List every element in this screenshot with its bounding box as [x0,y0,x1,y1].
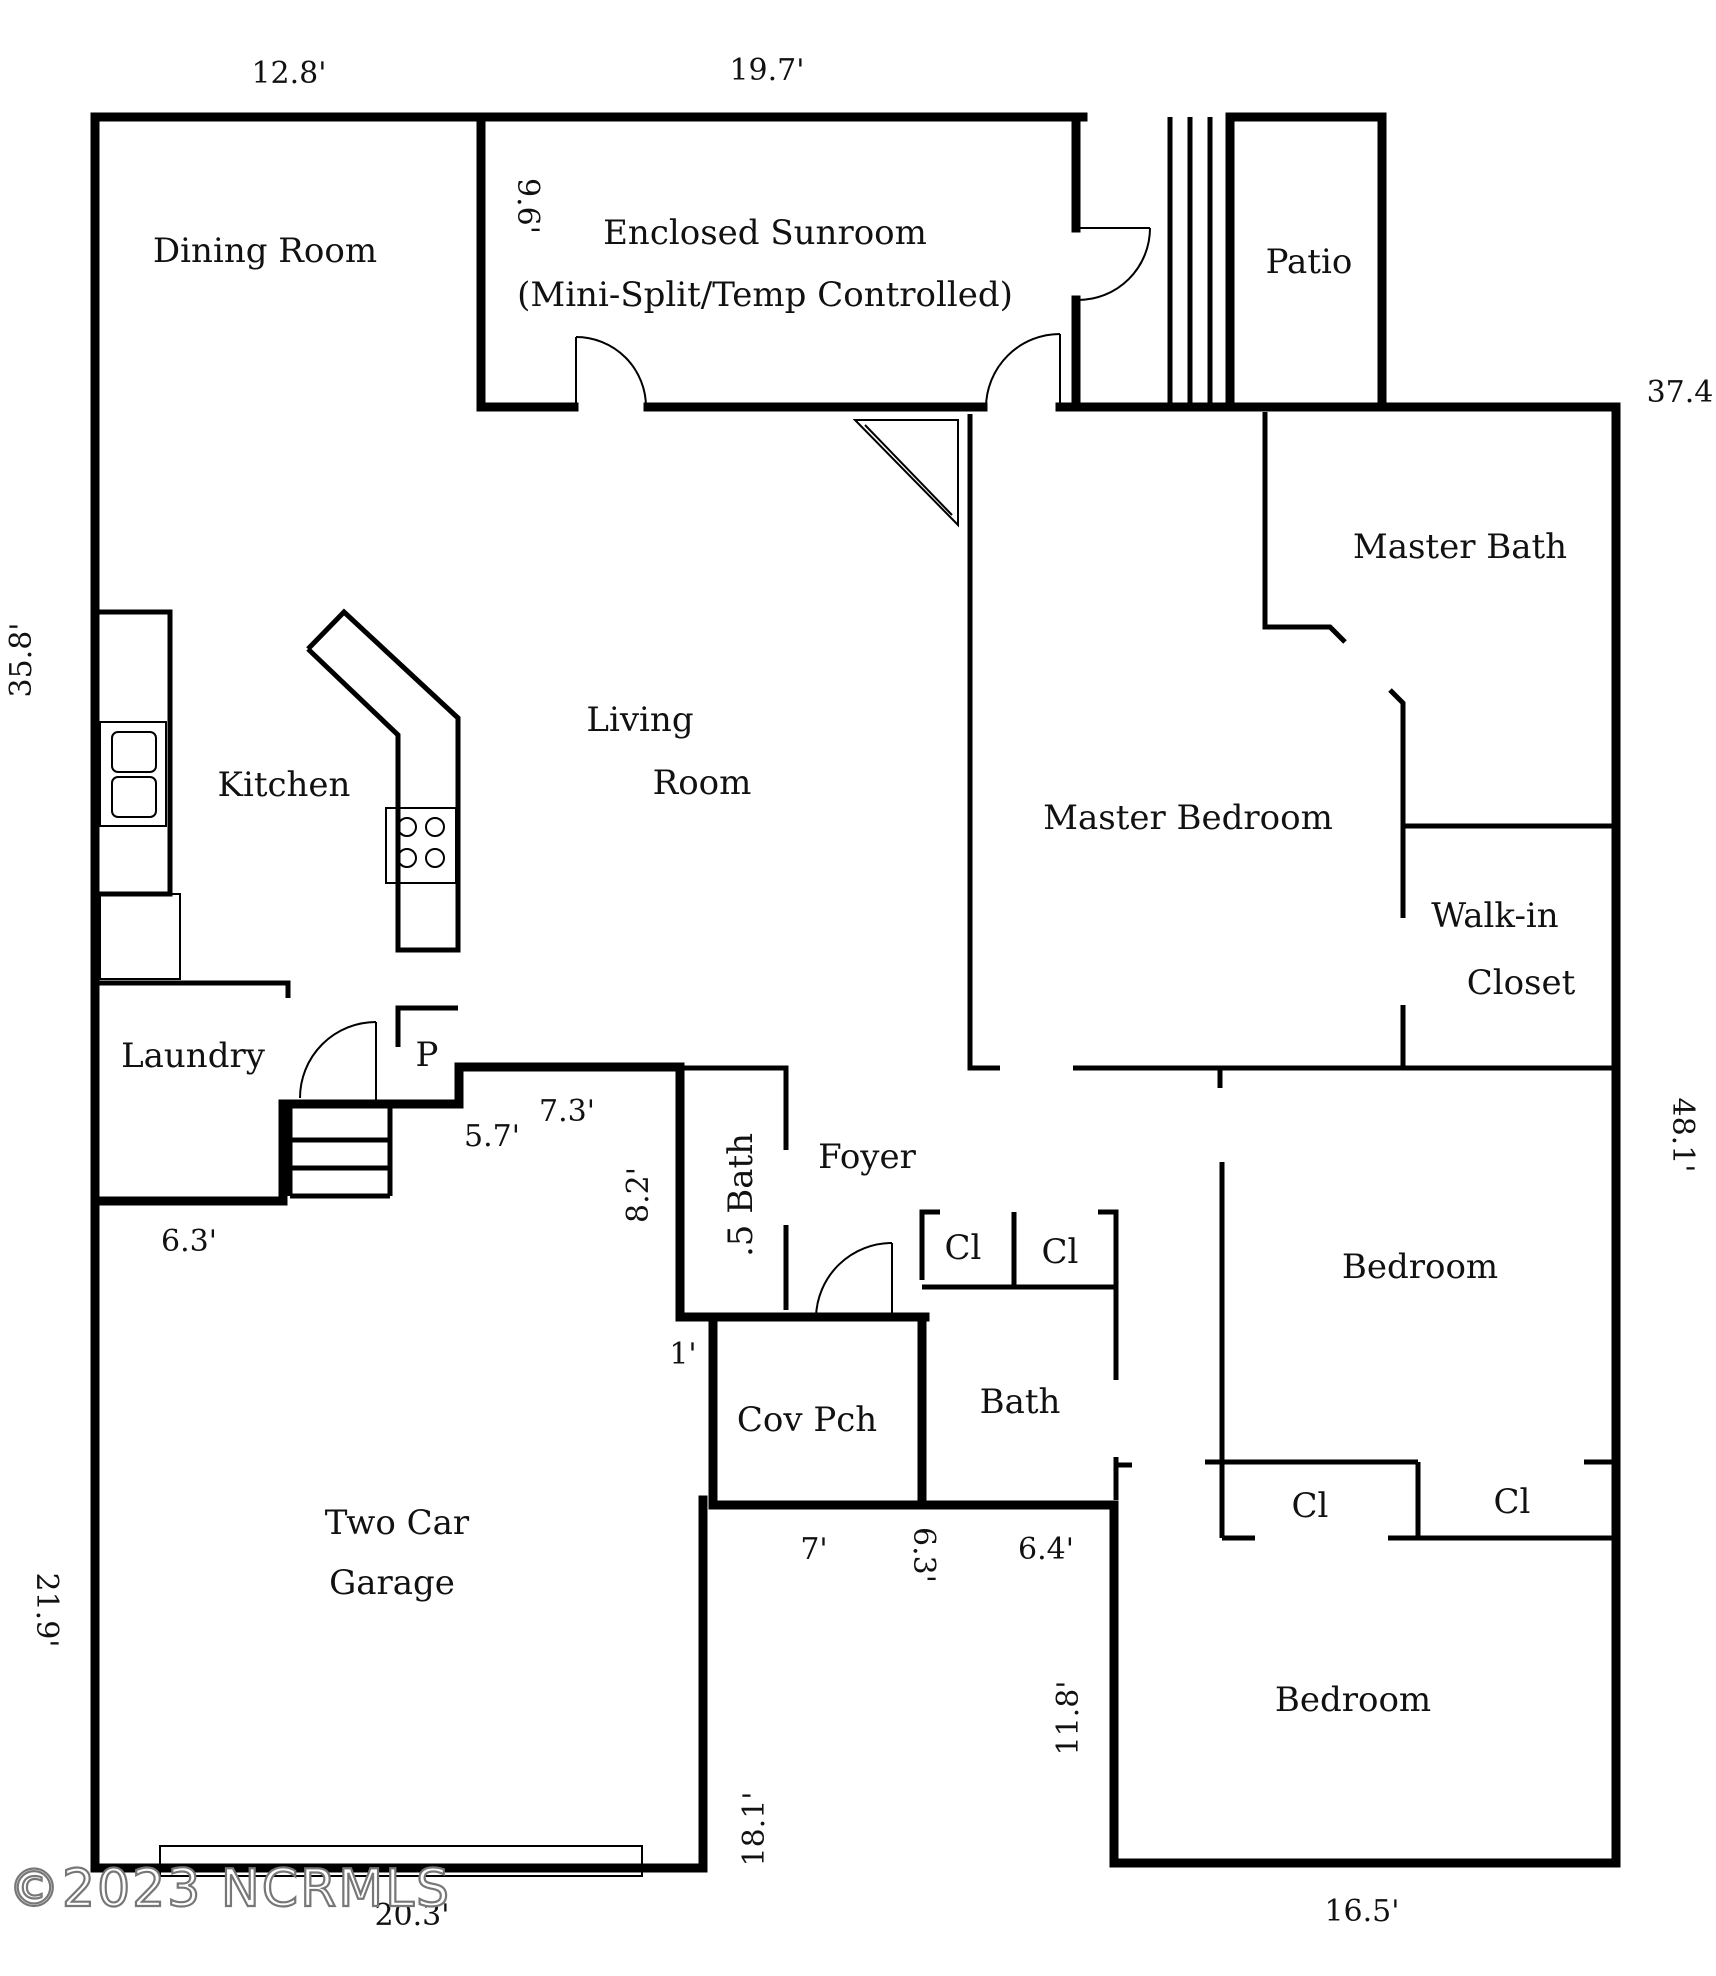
dim-left-lower: 21.9' [29,1572,64,1647]
dim-garage-step-1: 7.3' [539,1094,595,1129]
label-closet-4: Cl [1494,1482,1531,1522]
dimension-labels: 12.8' 19.7' 9.6' 37.4 35.8' 7.3' 5.7' 8.… [4,53,1713,1933]
label-patio: Patio [1266,242,1353,282]
label-garage-1: Two Car [325,1503,470,1543]
dim-bath-offset: 6.4' [1018,1532,1074,1567]
label-laundry: Laundry [121,1036,266,1076]
dim-top-mid: 19.7' [729,53,804,88]
dim-sunroom-depth: 9.6' [510,178,545,234]
dim-garage-right: 18.1' [737,1791,772,1866]
label-living-2: Room [653,763,752,803]
label-master-bath: Master Bath [1353,527,1567,567]
dim-left-upper: 35.8' [4,622,39,697]
dim-garage-step-2: 5.7' [464,1119,520,1154]
dim-porch-depth: 6.3' [906,1527,941,1583]
label-cov-porch: Cov Pch [737,1400,877,1440]
label-garage-2: Garage [329,1563,455,1603]
label-closet-1: Cl [945,1228,982,1268]
label-kitchen: Kitchen [218,765,351,805]
dim-laundry-width: 6.3' [161,1224,217,1259]
label-bedroom-2: Bedroom [1275,1680,1431,1720]
label-walkin-2: Closet [1467,963,1576,1003]
label-bath: Bath [980,1382,1061,1422]
label-bedroom-1: Bedroom [1342,1247,1498,1287]
doors [159,227,1151,1877]
dim-bottom-left: 20.3' [374,1898,449,1933]
dim-garage-step-3: 8.2' [621,1167,656,1223]
label-sunroom-1: Enclosed Sunroom [603,213,927,253]
interior-walls [98,412,1612,1541]
label-pantry: P [416,1035,439,1075]
label-dining-room: Dining Room [153,231,377,271]
label-walkin-1: Walk-in [1431,896,1558,936]
label-sunroom-2: (Mini-Split/Temp Controlled) [517,275,1013,315]
room-labels: Dining Room Enclosed Sunroom (Mini-Split… [121,213,1576,1720]
label-closet-3: Cl [1292,1486,1329,1526]
dim-right-lower: 48.1' [1665,1097,1700,1172]
dim-top-left: 12.8' [251,56,326,91]
dim-porch-offset: 1' [669,1337,696,1372]
dim-right-upper: 37.4 [1647,375,1714,410]
sunroom-steps [1167,117,1213,407]
label-living-1: Living [586,700,693,740]
label-half-bath: .5 Bath [721,1133,761,1257]
dim-bedroom-depth: 11.8' [1051,1680,1086,1755]
watermark: ©2023 NCRMLS [8,1859,451,1919]
exterior-walls [90,112,1621,1873]
label-closet-2: Cl [1042,1232,1079,1272]
dim-bottom-right: 16.5' [1324,1894,1399,1929]
dim-porch-width: 7' [800,1532,827,1567]
label-foyer: Foyer [818,1137,917,1177]
label-master-bedroom: Master Bedroom [1043,798,1333,838]
